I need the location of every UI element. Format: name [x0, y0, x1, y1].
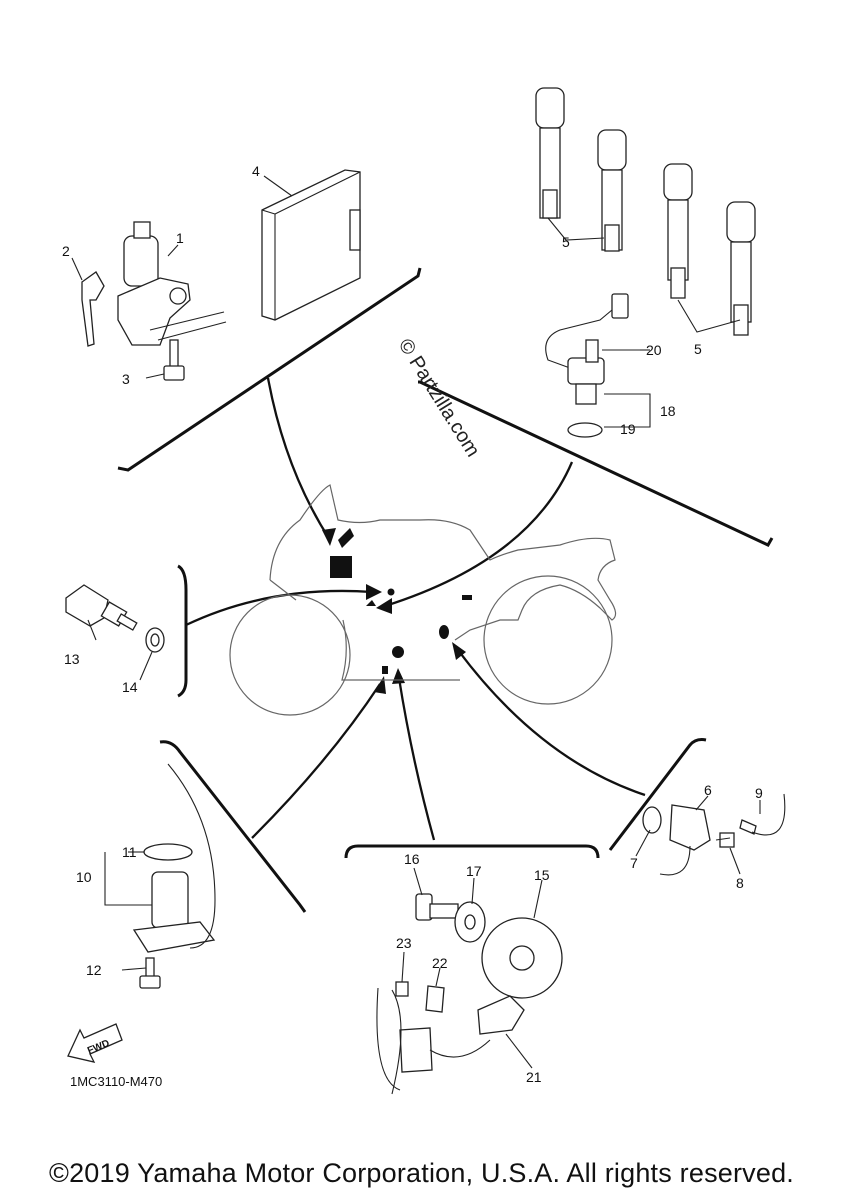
part-label-21: 21	[526, 1069, 542, 1085]
arrow-solenoid	[251, 683, 381, 839]
frame-neutral-switch	[608, 738, 707, 851]
part-label-17: 17	[466, 863, 482, 879]
ecu	[261, 169, 361, 321]
part-label-22: 22	[432, 955, 448, 971]
frame-ignition-ecu	[117, 267, 422, 472]
arrow-ecu	[266, 377, 331, 541]
temperature-sensor	[65, 584, 165, 653]
part-label-5a: 5	[562, 234, 570, 250]
part-label-16: 16	[404, 851, 420, 867]
part-label-9: 9	[755, 785, 763, 801]
part-label-13: 13	[64, 651, 80, 667]
part-label-19: 19	[620, 421, 636, 437]
copyright-footer: ©2019 Yamaha Motor Corporation, U.S.A. A…	[48, 1158, 795, 1188]
diagram-code: 1MC3110-M470	[70, 1074, 162, 1089]
leader-arrows	[185, 377, 646, 841]
part-label-14: 14	[122, 679, 138, 695]
frame-solenoid	[159, 740, 307, 913]
part-label-5b: 5	[694, 341, 702, 357]
part-label-10: 10	[76, 869, 92, 885]
ignition-switch	[117, 221, 227, 346]
bolt-3	[163, 339, 185, 381]
part-label-15: 15	[534, 867, 550, 883]
part-label-8: 8	[736, 875, 744, 891]
part-label-23: 23	[396, 935, 412, 951]
part-label-20: 20	[646, 342, 662, 358]
part-label-12: 12	[86, 962, 102, 978]
pickup-and-rotor	[376, 893, 563, 1095]
part-label-2: 2	[62, 243, 70, 259]
part-label-18: 18	[660, 403, 676, 419]
neutral-switch	[642, 793, 786, 876]
speed-sensor	[545, 293, 651, 438]
callout-frames	[117, 267, 774, 913]
motorcycle-silhouette	[229, 484, 617, 716]
key	[81, 271, 105, 347]
part-label-4: 4	[252, 163, 260, 179]
part-label-1: 1	[176, 230, 184, 246]
watermark-text: © Partzilla.com	[394, 335, 484, 461]
part-label-3: 3	[122, 371, 130, 387]
solenoid	[104, 763, 216, 989]
arrow-coils	[384, 461, 574, 608]
frame-sensor-gear	[344, 844, 600, 859]
part-labels: 1 2 3 4 5 5 6 7 8 9 10 11 12 13 14 15 16…	[62, 163, 763, 1085]
arrow-sensor-gear	[397, 677, 436, 841]
part-label-7: 7	[630, 855, 638, 871]
part-label-11: 11	[122, 844, 137, 860]
part-label-6: 6	[704, 782, 712, 798]
ecu-location-marker	[330, 556, 352, 578]
arrow-neutral	[457, 649, 646, 797]
fwd-arrow-icon: FWD	[67, 1023, 123, 1063]
number-leaders	[71, 175, 761, 1069]
frame-temp-sensor	[177, 564, 188, 698]
frame-coils-sensor	[418, 380, 774, 547]
ignition-coils	[535, 87, 756, 336]
